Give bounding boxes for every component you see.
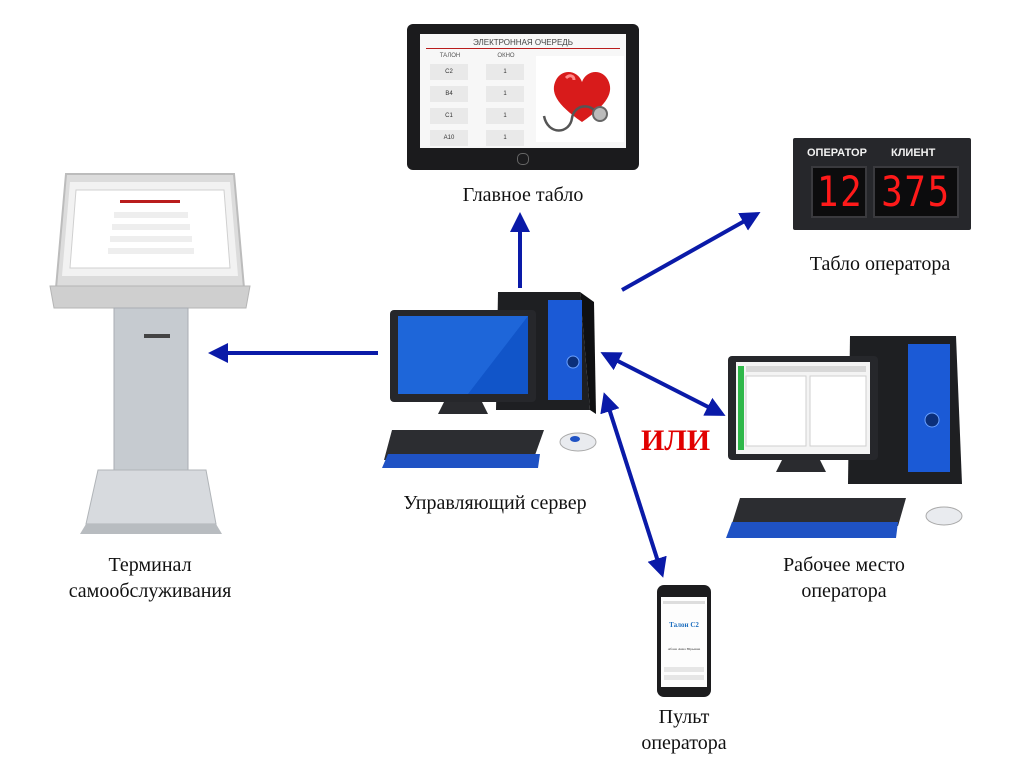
kiosk-terminal bbox=[49, 173, 251, 534]
server-computer bbox=[382, 292, 597, 468]
operator-number: 12 bbox=[816, 167, 864, 216]
window-cell: 1 bbox=[486, 108, 524, 124]
ticket-cell: C2 bbox=[430, 64, 468, 80]
main-board-label: Главное табло bbox=[462, 184, 584, 206]
title-divider bbox=[426, 48, 620, 49]
main-board-screen: ЭЛЕКТРОННАЯ ОЧЕРЕДЬ ТАЛОН ОКНО C2 1 B4 1… bbox=[420, 34, 626, 148]
remote-label-line1: Пульт bbox=[658, 706, 710, 728]
operator-led-display: ОПЕРАТОР КЛИЕНТ 12 375 bbox=[793, 138, 971, 230]
tv-power-button bbox=[517, 153, 529, 165]
queue-title: ЭЛЕКТРОННАЯ ОЧЕРЕДЬ bbox=[473, 38, 573, 47]
remote-label-line2: оператора bbox=[641, 732, 727, 754]
heart-stethoscope-image bbox=[536, 56, 624, 142]
workstation-label-line2: оператора bbox=[801, 580, 887, 602]
ticket-cell: C1 bbox=[430, 108, 468, 124]
window-cell: 1 bbox=[486, 86, 524, 102]
phone-button bbox=[664, 675, 704, 680]
operator-number-box: 12 bbox=[811, 166, 867, 218]
operator-workstation-computer bbox=[726, 336, 963, 538]
client-header: КЛИЕНТ bbox=[891, 147, 936, 159]
client-number: 375 bbox=[881, 167, 951, 216]
operator-display-label: Табло оператора bbox=[809, 253, 951, 275]
client-number-box: 375 bbox=[873, 166, 959, 218]
arrow-server-workstation bbox=[600, 352, 726, 416]
phone-button bbox=[664, 667, 704, 672]
remote-phone-screen: Талон С2 Абона Анна Юрьевна bbox=[661, 597, 707, 687]
kiosk-label-line1: Терминал bbox=[108, 554, 192, 576]
ticket-cell: A10 bbox=[430, 130, 468, 146]
window-cell: 1 bbox=[486, 64, 524, 80]
kiosk-label-line2: самообслуживания bbox=[68, 580, 232, 602]
ticket-cell: B4 bbox=[430, 86, 468, 102]
operator-header: ОПЕРАТОР bbox=[807, 147, 867, 159]
col-ticket-header: ТАЛОН bbox=[439, 53, 461, 59]
arrow-to-operator-display bbox=[621, 212, 761, 292]
window-cell: 1 bbox=[486, 130, 524, 146]
phone-topbar bbox=[663, 601, 705, 604]
arrow-server-remote bbox=[600, 392, 667, 578]
remote-operator-name: Абона Анна Юрьевна bbox=[667, 647, 701, 651]
workstation-label-line1: Рабочее место bbox=[783, 554, 905, 576]
server-label: Управляющий сервер bbox=[403, 492, 587, 514]
col-window-header: ОКНО bbox=[497, 53, 515, 59]
remote-ticket: Талон С2 bbox=[669, 621, 699, 629]
or-label: ИЛИ bbox=[641, 424, 711, 457]
